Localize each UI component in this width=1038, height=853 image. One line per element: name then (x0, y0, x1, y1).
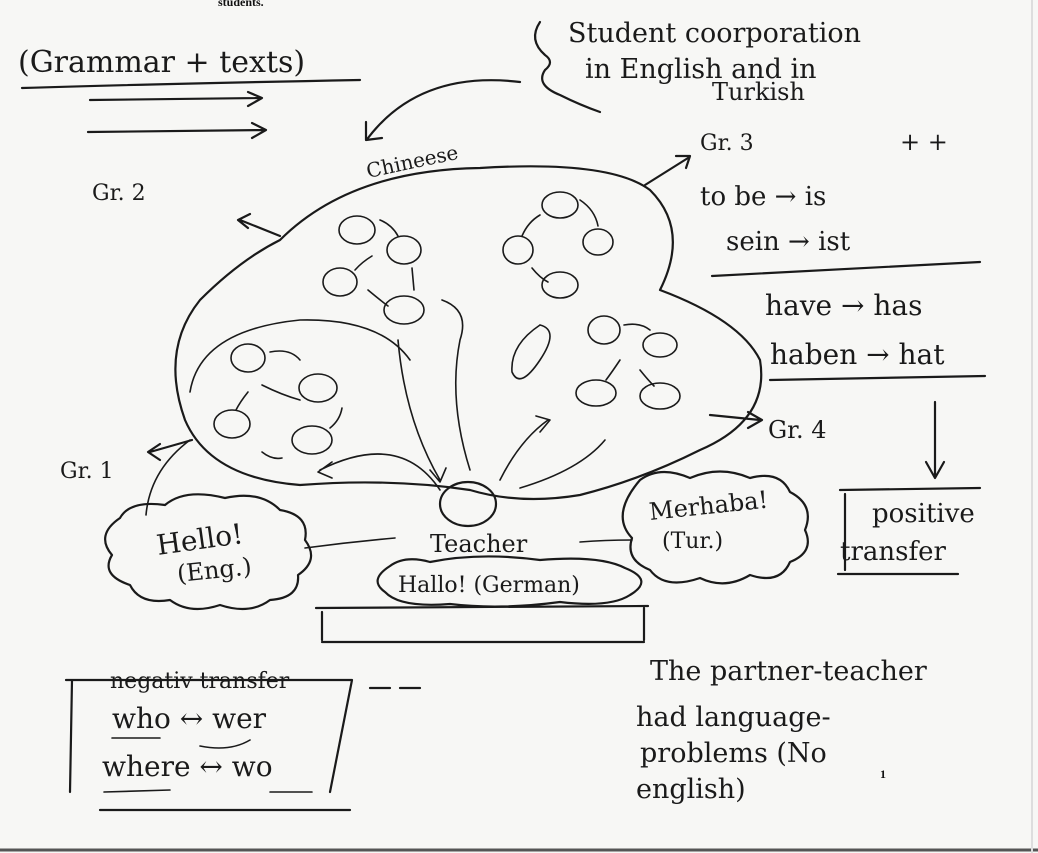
student-circle (383, 295, 425, 325)
arrow-icon (364, 79, 522, 142)
student-circle (541, 191, 579, 219)
note-haben: haben → hat (770, 338, 945, 371)
student-circle (639, 382, 681, 410)
group-label-gr4: Gr. 4 (768, 416, 827, 444)
student-circle (386, 235, 422, 265)
arrow-icon (236, 212, 282, 238)
student-circle (541, 271, 579, 299)
connector (145, 439, 191, 516)
speech-cloud-english (104, 493, 313, 611)
underline (103, 789, 313, 793)
note-sein: sein → ist (726, 227, 851, 257)
arrow-icon (88, 90, 264, 108)
note-to-be: to be → is (700, 182, 826, 212)
arrow-icon (924, 400, 946, 480)
note-line3: problems (No (640, 738, 827, 769)
note-divider (710, 260, 982, 278)
positive-transfer-line2: transfer (840, 537, 946, 567)
student-circle (502, 235, 534, 265)
student-circle (230, 343, 266, 373)
positive-transfer-line1: positive (872, 499, 975, 529)
speech-turkish-line1: Merhaba! (648, 486, 770, 526)
student-circle (322, 267, 358, 297)
teacher-circle (438, 480, 498, 528)
note-have: have → has (765, 289, 922, 322)
speech-pointer (304, 537, 396, 549)
group-outline-inner (189, 319, 411, 393)
group-label-gr2: Gr. 2 (92, 181, 146, 206)
grammar-texts-label: (Grammar + texts) (18, 45, 305, 80)
student-circle (582, 228, 614, 256)
negative-transfer-box (64, 678, 354, 812)
student-cooperation-line3: Turkish (712, 78, 805, 106)
underline (20, 78, 362, 90)
group-label-gr1: Gr. 1 (60, 459, 114, 484)
note-line2: had language- (636, 702, 831, 733)
negative-transfer-line1: who ↔ wer (112, 702, 267, 735)
group-label-gr3: Gr. 3 (700, 131, 754, 156)
header-fragment: students. (218, 0, 264, 9)
group-outline (174, 165, 763, 501)
positive-transfer-box (836, 486, 982, 576)
page-number: 1 (880, 767, 886, 781)
student-circle (642, 332, 678, 358)
underline (111, 737, 251, 749)
speech-turkish-line2: (Tur.) (662, 529, 723, 554)
student-cooperation-line1: Student coorporation (568, 18, 861, 49)
plus-marks: + + (900, 128, 948, 156)
student-circle (298, 373, 338, 403)
arrow-icon (708, 410, 764, 430)
student-circle (291, 425, 333, 455)
note-line1: The partner-teacher (650, 656, 927, 687)
students-group (213, 191, 681, 528)
group-label-chinese: Chineese (364, 140, 460, 183)
arrow-icon (643, 154, 692, 187)
student-circle (213, 409, 251, 439)
student-circle (587, 315, 621, 345)
speech-cloud-german (376, 555, 643, 608)
note-line4: english) (636, 774, 746, 805)
speech-cloud-turkish (621, 470, 809, 585)
teacher-label: Teacher (430, 530, 528, 558)
negative-transfer-title: negativ transfer (110, 669, 290, 694)
speech-pointer (579, 539, 633, 543)
arrow-icon (86, 121, 268, 140)
brace (533, 20, 602, 114)
negative-transfer-line2: where ↔ wo (102, 750, 273, 783)
note-divider (768, 374, 987, 382)
speech-german: Hallo! (German) (398, 573, 580, 598)
interaction-arrows (235, 199, 655, 460)
arrow-icon (146, 438, 194, 462)
teacher-arrows (317, 299, 606, 491)
student-cooperation-line2: in English and in (585, 54, 816, 85)
teacher-desk (314, 604, 650, 644)
student-circle (575, 379, 617, 407)
student-circle (338, 215, 376, 245)
